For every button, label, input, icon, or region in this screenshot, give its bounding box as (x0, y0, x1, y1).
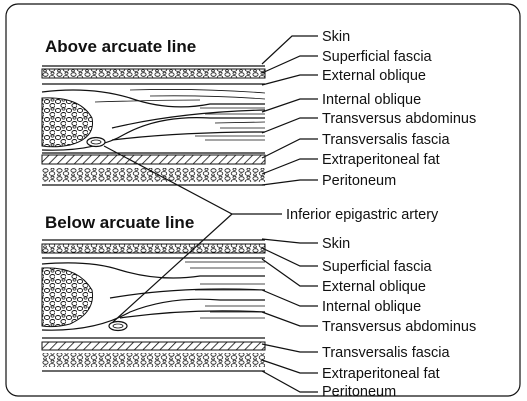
label-below-internal-oblique: Internal oblique (322, 299, 421, 315)
label-above-superficial-fascia: Superficial fascia (322, 49, 433, 65)
label-above-internal-oblique: Internal oblique (322, 92, 421, 108)
label-above-peritoneum: Peritoneum (322, 173, 396, 189)
label-below-transversus-abdominus: Transversus abdominus (322, 319, 476, 335)
above-transversalis-fascia-band (42, 155, 265, 164)
above-extraperitoneal-fat-band (42, 168, 265, 182)
below-rectus-muscle (42, 268, 93, 327)
label-inferior-epigastric-artery: Inferior epigastric artery (286, 207, 439, 223)
label-below-peritoneum: Peritoneum (322, 384, 396, 400)
above-section (42, 66, 265, 185)
label-above-transversus-abdominus: Transversus abdominus (322, 111, 476, 127)
label-above-extraperitoneal-fat: Extraperitoneal fat (322, 152, 440, 168)
label-below-extraperitoneal-fat: Extraperitoneal fat (322, 366, 440, 382)
heading-above-arcuate: Above arcuate line (45, 37, 196, 56)
label-above-transversalis-fascia: Transversalis fascia (322, 132, 451, 148)
label-below-superficial-fascia: Superficial fascia (322, 259, 433, 275)
below-transversalis-fascia-band (42, 342, 265, 350)
heading-below-arcuate: Below arcuate line (45, 213, 194, 232)
label-below-skin: Skin (322, 236, 350, 252)
label-below-transversalis-fascia: Transversalis fascia (322, 345, 451, 361)
labels-above: Skin Superficial fascia External oblique… (322, 29, 476, 189)
below-section (42, 240, 265, 371)
label-above-external-oblique: External oblique (322, 68, 426, 84)
label-above-skin: Skin (322, 29, 350, 45)
below-epigastric-artery (109, 322, 127, 331)
above-epigastric-artery (87, 138, 105, 147)
below-superficial-fascia-band (42, 244, 265, 253)
label-below-external-oblique: External oblique (322, 279, 426, 295)
below-extraperitoneal-fat-band (42, 353, 265, 367)
above-superficial-fascia-band (42, 69, 265, 78)
above-internal-oblique-line (112, 110, 265, 128)
labels-below: Skin Superficial fascia External oblique… (322, 236, 476, 400)
above-rectus-muscle (42, 98, 93, 147)
